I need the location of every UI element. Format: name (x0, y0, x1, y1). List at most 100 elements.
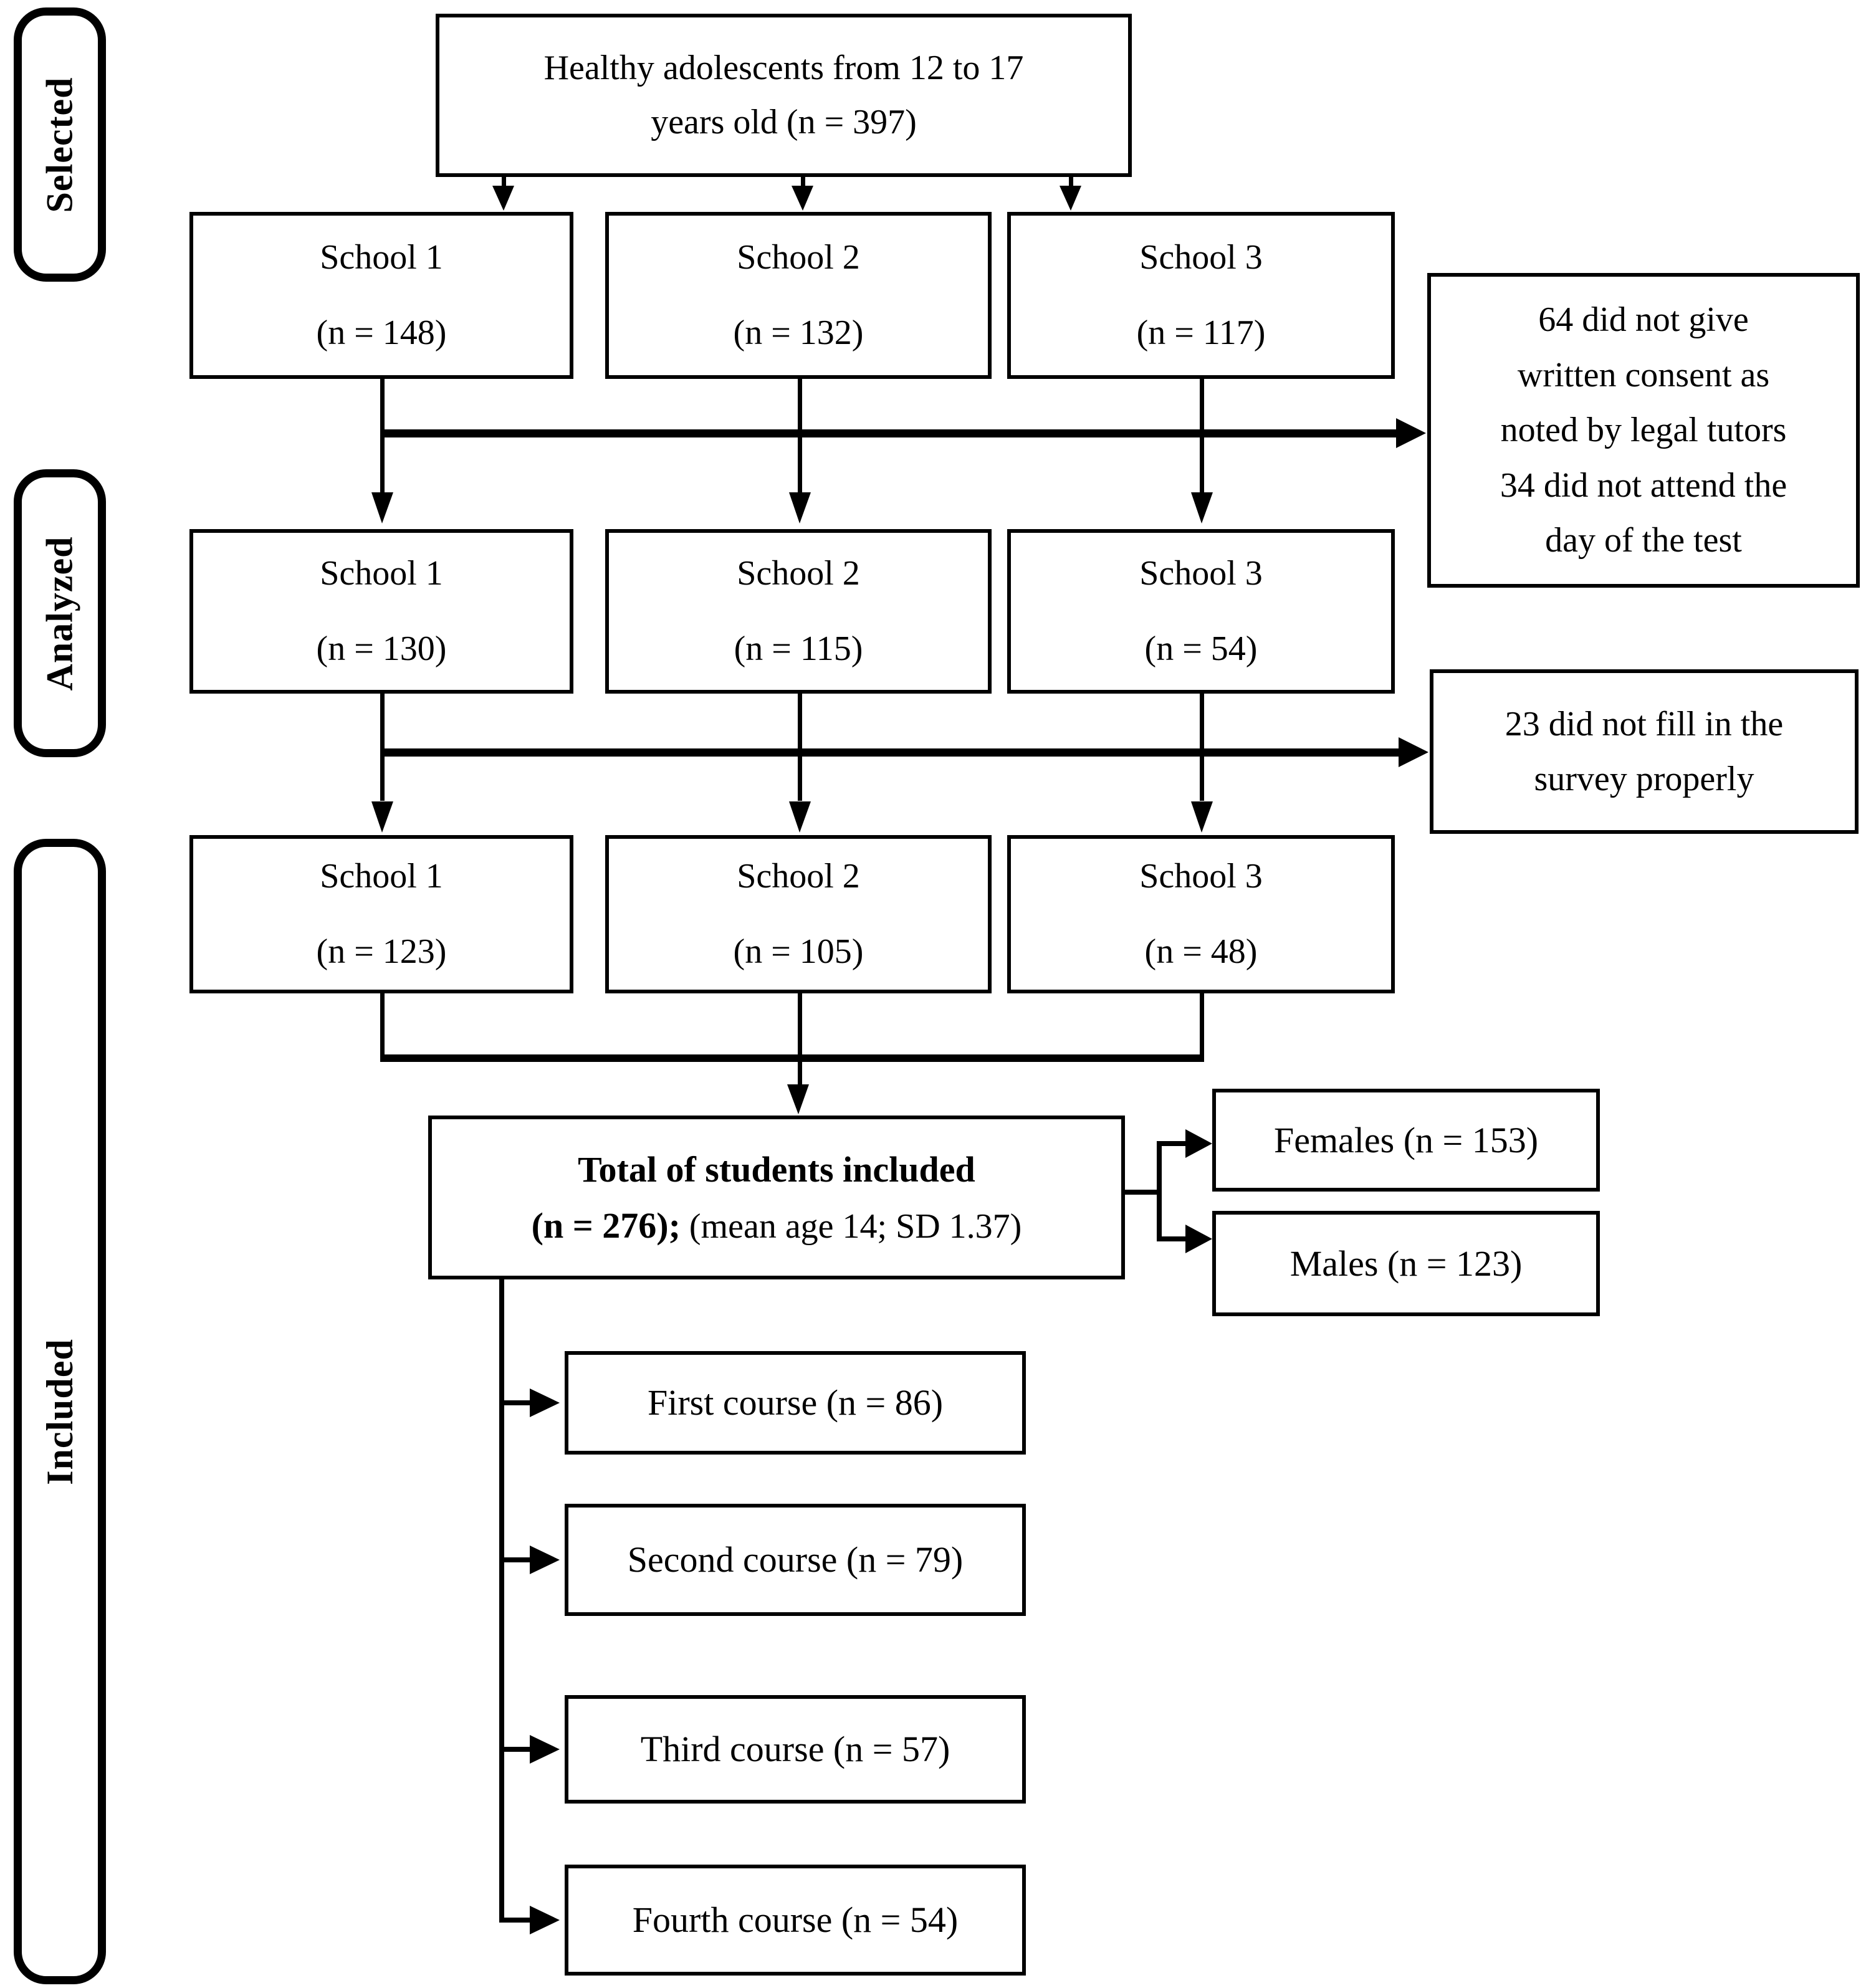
arrowhead-down (1060, 186, 1081, 211)
stage-label-selected-text: Selected (39, 77, 80, 213)
exclusion1-line: 64 did not give (1538, 300, 1749, 340)
connector-selected-to-analyzed (371, 378, 1426, 523)
vertical-line-school3 (1200, 692, 1204, 801)
vertical-line-school1 (380, 378, 385, 492)
stage-label-analyzed: Analyzed (14, 469, 106, 757)
total-line1: Total of students included (578, 1149, 975, 1190)
course-box-second: Second course (n = 79) (565, 1504, 1026, 1616)
exclusion1-line: noted by legal tutors (1500, 411, 1787, 450)
course-label: Second course (n = 79) (627, 1539, 964, 1580)
exclusion1-line: day of the test (1545, 521, 1742, 560)
vertical-line-school2 (798, 378, 802, 492)
school-title: School 1 (320, 554, 443, 593)
analyzed-school3-box: School 3 (n = 54) (1007, 529, 1395, 694)
school-title: School 1 (320, 857, 443, 896)
included-school3-box: School 3 (n = 48) (1007, 835, 1395, 993)
vertical-line-school2 (798, 692, 802, 801)
stage-label-included-text: Included (39, 1338, 80, 1485)
arrowhead-right-third (530, 1735, 560, 1764)
arrowhead-down (492, 186, 514, 211)
vertical-line-school3 (1200, 378, 1204, 492)
connector-analyzed-to-included (371, 692, 1428, 833)
arrow-line (801, 177, 805, 187)
exclusion1-line: written consent as (1517, 355, 1770, 394)
school-title: School 3 (1139, 857, 1263, 896)
horizontal-collector-line (380, 429, 1397, 437)
included-school1-box: School 1 (n = 123) (189, 835, 573, 993)
school-title: School 3 (1139, 554, 1263, 593)
arrowhead-down-school2 (789, 801, 811, 833)
arrowhead-down-total (787, 1084, 809, 1114)
course-label: First course (n = 86) (647, 1382, 944, 1423)
arrowhead-down-school1 (371, 492, 393, 523)
course-box-first: First course (n = 86) (565, 1351, 1026, 1455)
vertical-line-school1 (380, 992, 385, 1056)
school-n: (n = 54) (1144, 629, 1258, 668)
school-n: (n = 148) (316, 313, 447, 352)
course-box-third: Third course (n = 57) (565, 1695, 1026, 1804)
vertical-line-school2 (798, 992, 802, 1056)
connector-total-to-courses (499, 1278, 560, 1934)
school-n: (n = 48) (1144, 932, 1258, 971)
selected-school3-box: School 3 (n = 117) (1007, 212, 1395, 379)
arrowhead-down-school3 (1191, 492, 1213, 523)
stage-label-analyzed-text: Analyzed (39, 536, 80, 691)
arrowhead-right-fourth (530, 1906, 560, 1934)
arrowhead-right-second (530, 1546, 560, 1574)
branch-line-first (502, 1400, 533, 1405)
vertical-branch-line (1157, 1141, 1162, 1241)
arrowhead-right-females (1185, 1129, 1212, 1158)
included-school2-box: School 2 (n = 105) (605, 835, 992, 993)
branch-line-fourth (502, 1918, 533, 1923)
feed-line (1125, 1190, 1160, 1195)
arrowhead-right-exclusion1 (1396, 418, 1426, 448)
course-box-fourth: Fourth course (n = 54) (565, 1865, 1026, 1976)
analyzed-school1-box: School 1 (n = 130) (189, 529, 573, 694)
arrowhead-down-school2 (789, 492, 811, 523)
horizontal-collector-line (380, 748, 1400, 757)
connector-total-to-sex (1125, 1129, 1212, 1253)
vertical-course-line (499, 1278, 504, 1923)
total-n-bold: (n = 276); (531, 1205, 681, 1246)
school-title: School 2 (737, 857, 860, 896)
school-title: School 2 (737, 554, 860, 593)
exclusion-box-2: 23 did not fill in the survey properly (1430, 669, 1859, 834)
total-students-box: Total of students included (n = 276); (m… (428, 1116, 1125, 1279)
branch-line-males (1159, 1236, 1189, 1241)
stage-label-selected: Selected (14, 7, 106, 282)
school-title: School 1 (320, 238, 443, 277)
vertical-line-school1 (380, 692, 385, 801)
arrowhead-down-school3 (1191, 801, 1213, 833)
arrow-line (1069, 177, 1073, 187)
males-box: Males (n = 123) (1212, 1211, 1600, 1316)
analyzed-school2-box: School 2 (n = 115) (605, 529, 992, 694)
total-line2: (n = 276); (mean age 14; SD 1.37) (532, 1198, 1022, 1254)
top-population-line1: Healthy adolescents from 12 to 17 (543, 49, 1024, 88)
school-n: (n = 115) (734, 629, 863, 668)
females-box: Females (n = 153) (1212, 1089, 1600, 1192)
school-n: (n = 132) (733, 313, 864, 352)
arrows-top-to-selected-row (492, 177, 1081, 211)
stage-label-included: Included (14, 839, 106, 1984)
arrow-line (502, 177, 506, 187)
arrowhead-down-school1 (371, 801, 393, 833)
branch-line-second (502, 1557, 533, 1562)
school-title: School 3 (1139, 238, 1263, 277)
arrowhead-right-males (1185, 1225, 1212, 1253)
exclusion-box-1: 64 did not give written consent as noted… (1427, 273, 1860, 588)
school-n: (n = 117) (1136, 313, 1266, 352)
branch-line-females (1159, 1141, 1189, 1146)
course-label: Third course (n = 57) (640, 1729, 950, 1770)
horizontal-collector-line (380, 1054, 1204, 1062)
school-n: (n = 123) (316, 932, 447, 971)
exclusion1-line: 34 did not attend the (1500, 466, 1787, 505)
arrowhead-right-exclusion2 (1399, 737, 1428, 767)
top-population-line2: years old (n = 397) (651, 103, 917, 141)
arrowhead-right-first (530, 1388, 560, 1417)
course-label: Fourth course (n = 54) (632, 1900, 959, 1941)
females-label: Females (n = 153) (1273, 1119, 1539, 1160)
school-title: School 2 (737, 238, 860, 277)
exclusion2-line: survey properly (1534, 760, 1754, 798)
exclusion2-line: 23 did not fill in the (1505, 704, 1784, 743)
